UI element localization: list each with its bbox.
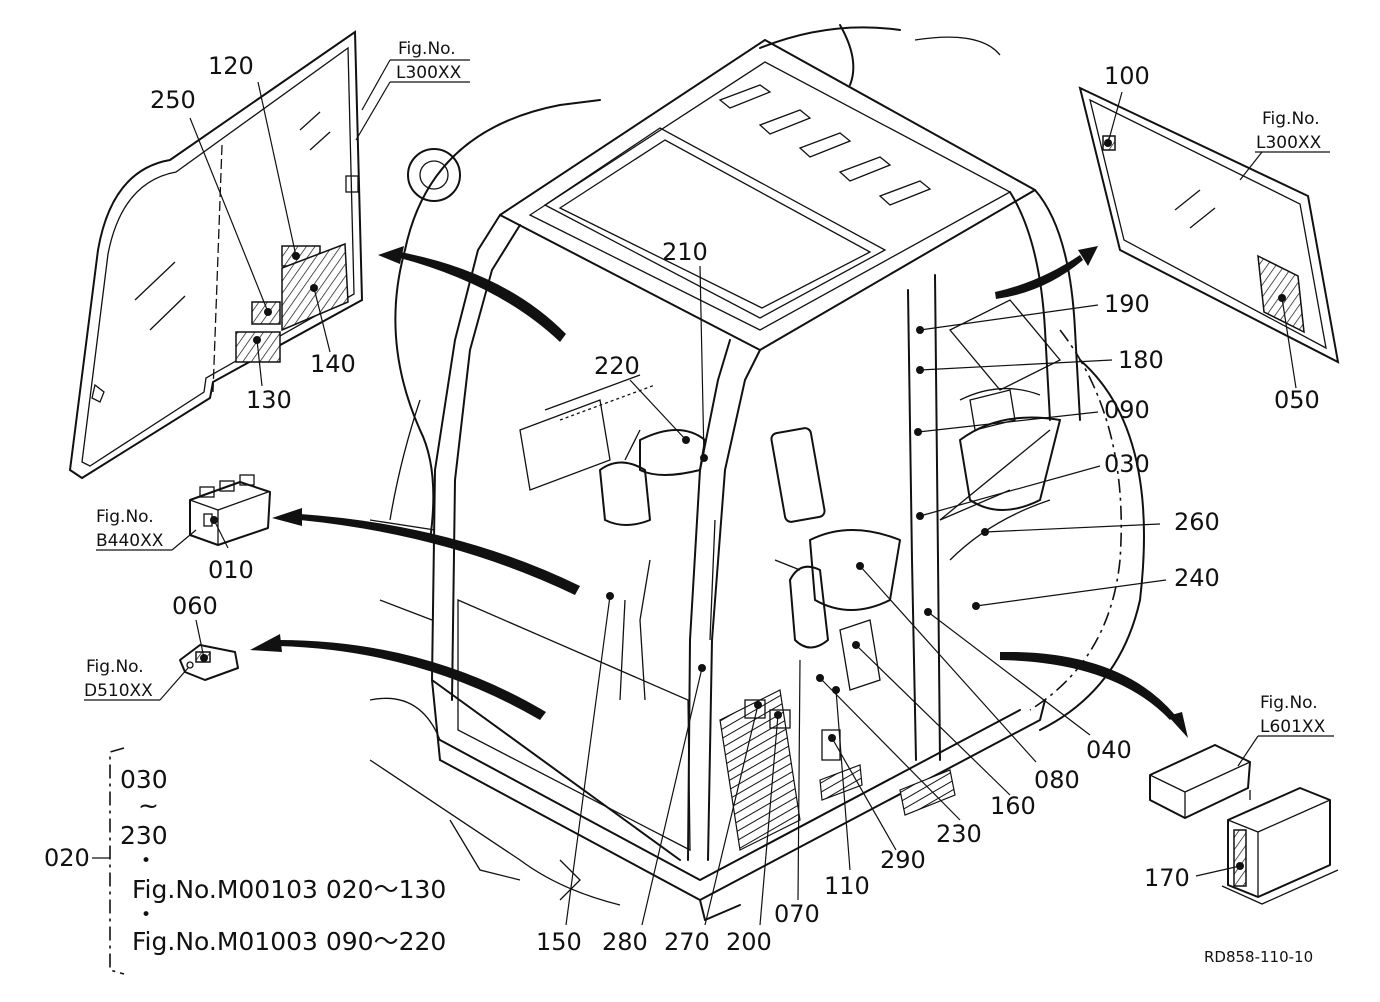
controller-box-170 [1149, 744, 1339, 905]
decal-050 [1257, 254, 1305, 334]
callout-120: 120 [208, 52, 254, 80]
callout-250: 250 [150, 86, 196, 114]
callout-010: 010 [208, 556, 254, 584]
right-window-panel [1078, 86, 1340, 364]
fig-ref-left-window: L300XX [396, 63, 462, 83]
callout-200: 200 [726, 928, 772, 956]
legend-range-bottom: 230 [120, 821, 168, 850]
fig-ref-controller: L601XX [1260, 717, 1326, 737]
fig-ref-switch-box: B440XX [96, 531, 164, 551]
callout-170: 170 [1144, 864, 1190, 892]
fig-label-switch-box: Fig.No. [96, 507, 154, 527]
callout-270: 270 [664, 928, 710, 956]
explode-arrows [250, 246, 1188, 738]
callout-280: 280 [602, 928, 648, 956]
cab-interior [407, 148, 1062, 761]
legend-ref-1: Fig.No.M00103 020～130 [132, 875, 446, 904]
leader-lines [84, 59, 1334, 926]
callout-190: 190 [1104, 290, 1150, 318]
fig-ref-right-window: L300XX [1256, 133, 1322, 153]
legend-bullet-2: • [141, 905, 151, 925]
callout-080: 080 [1034, 766, 1080, 794]
figure-references: Fig.No. L300XX Fig.No. L300XX Fig.No. B4… [84, 39, 1326, 737]
fig-label-left-window: Fig.No. [398, 39, 456, 59]
switch-box-010 [189, 474, 271, 546]
assembly-legend: 030 ~ 230 • Fig.No.M00103 020～130 • Fig.… [92, 747, 446, 975]
legend-tilde: ~ [138, 791, 159, 820]
callout-100: 100 [1104, 62, 1150, 90]
callout-labels: 120 250 140 130 100 050 210 220 190 180 … [44, 52, 1320, 956]
legend-bullet-1: • [141, 851, 151, 871]
callout-110: 110 [824, 872, 870, 900]
fig-label-right-window: Fig.No. [1262, 109, 1320, 129]
drawing-code: RD858-110-10 [1204, 948, 1313, 966]
left-window-panel [68, 30, 364, 480]
fig-label-small-bracket: Fig.No. [86, 657, 144, 677]
callout-180: 180 [1118, 346, 1164, 374]
callout-290: 290 [880, 846, 926, 874]
fig-ref-small-bracket: D510XX [84, 681, 153, 701]
callout-050: 050 [1274, 386, 1320, 414]
fig-label-controller: Fig.No. [1260, 693, 1318, 713]
callout-150: 150 [536, 928, 582, 956]
callout-020: 020 [44, 844, 90, 872]
callout-130: 130 [246, 386, 292, 414]
callout-030: 030 [1104, 450, 1150, 478]
callout-160: 160 [990, 792, 1036, 820]
callout-060: 060 [172, 592, 218, 620]
callout-040: 040 [1086, 736, 1132, 764]
callout-dots [200, 139, 1286, 870]
callout-140: 140 [310, 350, 356, 378]
callout-240: 240 [1174, 564, 1220, 592]
callout-090: 090 [1104, 396, 1150, 424]
cab-structure [369, 24, 1145, 921]
bracket-060 [179, 644, 239, 681]
callout-210: 210 [662, 238, 708, 266]
callout-220: 220 [594, 352, 640, 380]
callout-260: 260 [1174, 508, 1220, 536]
legend-ref-2: Fig.No.M01003 090～220 [132, 927, 446, 956]
callout-230: 230 [936, 820, 982, 848]
callout-070: 070 [774, 900, 820, 928]
legend-range-top: 030 [120, 765, 168, 794]
